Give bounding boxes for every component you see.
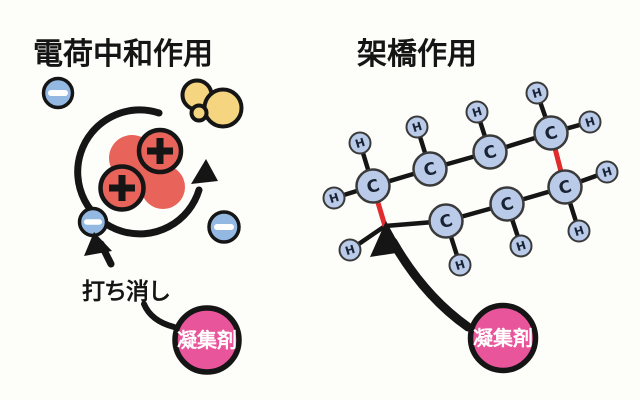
right-panel-title: 架橋作用 <box>357 37 477 72</box>
hydrogen-atom: H <box>595 160 619 184</box>
plus-icon <box>147 138 173 164</box>
hydrogen-atom: H <box>338 238 362 262</box>
svg-text:H: H <box>583 114 596 130</box>
positive-particle-cluster <box>98 127 185 212</box>
cancel-arrow-head-icon <box>84 232 112 256</box>
flocculant-label: 凝集剤 <box>177 328 237 352</box>
svg-text:H: H <box>327 190 340 206</box>
carbon-atom: C <box>355 168 391 204</box>
svg-text:H: H <box>353 135 366 151</box>
hydrogen-atom: H <box>322 186 346 210</box>
negative-particles <box>41 76 241 244</box>
svg-text:H: H <box>470 104 483 120</box>
carbon-atom: C <box>428 203 464 239</box>
svg-text:H: H <box>343 242 356 258</box>
flocculant-circle <box>467 302 539 374</box>
left-panel-title: 電荷中和作用 <box>33 37 213 72</box>
cancel-arrow <box>84 232 115 268</box>
svg-text:H: H <box>572 223 585 239</box>
svg-text:H: H <box>410 119 423 135</box>
callout-line <box>141 301 177 330</box>
red-particle <box>141 165 185 209</box>
hydrogen-atom: H <box>348 131 372 155</box>
flocculant-right: 凝集剤 <box>467 302 539 374</box>
yellow-particle-cluster <box>180 78 244 129</box>
bridging-panel: 架橋作用 <box>322 37 619 374</box>
minus-icon <box>48 90 68 96</box>
plus-icon <box>109 175 135 201</box>
svg-text:H: H <box>453 257 466 273</box>
charge-neutralization-panel: 電荷中和作用 <box>33 37 244 375</box>
flocculant-circle <box>172 305 242 375</box>
hydrogen-atom: H <box>448 253 472 277</box>
hydrogen-atom: H <box>405 115 429 139</box>
carbon-atom: C <box>533 115 569 151</box>
bridge-arrow <box>370 221 473 332</box>
carbon-atom: C <box>489 186 525 222</box>
hydrogen-atom: H <box>525 81 549 105</box>
svg-text:C: C <box>542 123 560 146</box>
svg-text:H: H <box>514 238 527 254</box>
svg-text:C: C <box>498 194 516 217</box>
svg-text:C: C <box>421 159 439 182</box>
svg-text:H: H <box>600 164 613 180</box>
rotation-arrow-head-icon <box>191 159 218 184</box>
carbon-atom: C <box>547 169 583 205</box>
carbon-atom: C <box>472 134 508 170</box>
flocculant-label: 凝集剤 <box>473 326 533 350</box>
svg-text:C: C <box>556 177 574 200</box>
svg-text:C: C <box>364 176 382 199</box>
hydrogen-atom: H <box>465 100 489 124</box>
bridge-arrow-shaft <box>388 237 473 332</box>
svg-text:C: C <box>481 142 499 165</box>
hydrogen-atom: H <box>509 234 533 258</box>
minus-icon <box>84 219 102 225</box>
carbon-atom: C <box>412 151 448 187</box>
polymer-atoms: C C C C C C C <box>322 81 619 277</box>
bridge-arrow-head-icon <box>370 221 403 257</box>
hydrogen-atom: H <box>578 110 602 134</box>
svg-text:H: H <box>530 85 543 101</box>
rotation-arrow-arc <box>74 106 203 238</box>
yellow-particle <box>189 103 209 123</box>
svg-text:C: C <box>437 211 455 234</box>
hydrogen-atom: H <box>567 219 591 243</box>
yellow-particle <box>202 87 244 129</box>
flocculant-left: 凝集剤 <box>172 305 242 375</box>
cancel-label: 打ち消し <box>82 278 170 305</box>
minus-icon <box>214 224 234 230</box>
